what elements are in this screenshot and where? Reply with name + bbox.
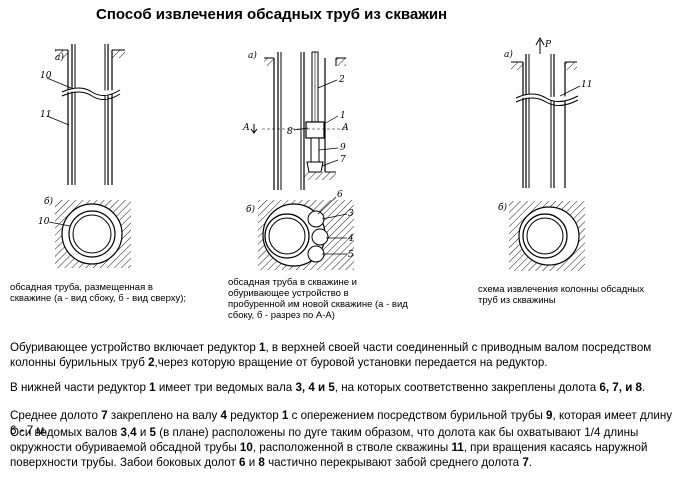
right-figure-top-view: б) bbox=[498, 201, 585, 271]
bold-ref: 1 bbox=[149, 381, 156, 394]
left-caption: обсадная труба, размещенная в скважине (… bbox=[10, 282, 220, 304]
bold-ref: 3 bbox=[120, 426, 127, 439]
text-run: , расположенной в стволе скважины bbox=[252, 441, 452, 454]
text-run: В нижней части редуктор bbox=[10, 381, 150, 394]
middle-label-b: б) bbox=[246, 204, 255, 215]
text-run: с опережением посредством бурильной труб… bbox=[288, 409, 547, 422]
text-run: и bbox=[136, 426, 150, 439]
text-run: Обуривающее устройство включает редуктор bbox=[10, 341, 259, 354]
paragraph-1: Обуривающее устройство включает редуктор… bbox=[10, 340, 675, 370]
bold-ref: 6 bbox=[239, 456, 246, 469]
bold-ref: 4 bbox=[220, 409, 227, 422]
text-run: ,через которую вращение от буровой устан… bbox=[154, 356, 548, 369]
right-caption-line-2: труб из скважины bbox=[478, 295, 556, 306]
bold-ref: 3, 4 и 5 bbox=[295, 381, 335, 394]
middle-callout-4: 4 bbox=[347, 234, 354, 244]
left-figure-side-view: а) 10 11 bbox=[40, 44, 125, 185]
text-run: редуктор bbox=[226, 409, 282, 422]
text-run: закреплено на валу bbox=[107, 409, 221, 422]
middle-label-a: а) bbox=[248, 50, 257, 61]
right-caption-line-1: схема извлечения колонны обсадных bbox=[478, 284, 644, 295]
right-label-b: б) bbox=[498, 202, 507, 213]
bold-ref: 10 bbox=[239, 441, 253, 454]
section-mark-right: А bbox=[341, 123, 349, 133]
text-run: . bbox=[528, 456, 532, 469]
left-callout-11: 11 bbox=[40, 110, 51, 120]
middle-callout-7: 7 bbox=[340, 155, 346, 165]
left-figure-top-view: б) 10 bbox=[38, 196, 131, 268]
bold-ref: 2 bbox=[148, 356, 155, 369]
page-title: Способ извлечения обсадных труб из скваж… bbox=[96, 6, 448, 23]
middle-callout-2: 2 bbox=[338, 75, 345, 85]
text-run: и bbox=[245, 456, 259, 469]
text-run: Оси ведомых валов bbox=[10, 426, 121, 439]
middle-callout-6: 6 bbox=[337, 190, 343, 200]
text-run: , которая имеет длину 6 - 7 м. bbox=[10, 409, 673, 437]
right-callout-11: 11 bbox=[581, 80, 592, 90]
text-run: , bbox=[126, 426, 131, 439]
bold-ref: 1 bbox=[259, 341, 266, 354]
bold-ref: 6, 7, и 8 bbox=[599, 381, 642, 394]
text-run: частично перекрывают забой среднего доло… bbox=[264, 456, 523, 469]
left-caption-line-2: скважине (а - вид сбоку, б - вид сверху)… bbox=[10, 293, 187, 304]
bold-ref: 4 bbox=[130, 426, 137, 439]
left-callout-b-10: 10 bbox=[38, 217, 50, 227]
bold-ref: 5 bbox=[149, 426, 156, 439]
text-run: , при вращения касаясь наружной поверхно… bbox=[10, 441, 648, 469]
middle-caption-line-1: обсадная труба в скважине и bbox=[228, 277, 357, 288]
bold-ref: 7 bbox=[101, 409, 108, 422]
bold-ref: 7 bbox=[522, 456, 529, 469]
right-caption: схема извлечения колонны обсадных труб и… bbox=[478, 284, 678, 306]
left-label-b: б) bbox=[44, 196, 53, 207]
paragraph-2: В нижней части редуктор 1 имеет три ведо… bbox=[10, 380, 675, 395]
text-run: . bbox=[642, 381, 646, 394]
diagram-figures: а) 10 11 б) 10 а) bbox=[38, 36, 592, 271]
left-caption-line-1: обсадная труба, размещенная в bbox=[10, 282, 153, 293]
middle-caption: обсадная труба в скважине и обуривающее … bbox=[228, 277, 458, 321]
bold-ref: 9 bbox=[546, 409, 553, 422]
right-figure-side-view: а) P 11 bbox=[504, 36, 592, 188]
bold-ref: 1 bbox=[281, 409, 289, 422]
bold-ref: 8 bbox=[258, 456, 265, 469]
text-run: , в верхней своей части соединенный с пр… bbox=[10, 341, 652, 369]
right-label-a: а) bbox=[504, 49, 513, 60]
text-run: (в плане) расположены по дуге таким обра… bbox=[10, 426, 639, 454]
middle-callout-1: 1 bbox=[340, 111, 346, 121]
paragraph-4: Оси ведомых валов 3,4 и 5 (в плане) расп… bbox=[10, 425, 675, 470]
text-run: Среднее долото bbox=[10, 409, 102, 422]
middle-callout-3: 3 bbox=[348, 209, 354, 219]
middle-callout-8: 8 bbox=[287, 127, 293, 137]
middle-caption-line-3: пробуренной им новой скважине (а - вид bbox=[228, 299, 408, 310]
text-run: , на которых соответственно закреплены д… bbox=[334, 381, 600, 394]
paragraph-3: Среднее долото 7 закреплено на валу 4 ре… bbox=[10, 408, 675, 438]
middle-figure-section-view: б) 6 3 4 5 bbox=[246, 190, 354, 270]
text-run: имеет три ведомых вала bbox=[155, 381, 296, 394]
middle-callout-9: 9 bbox=[340, 143, 346, 153]
bold-ref: 11 bbox=[451, 441, 464, 454]
left-callout-10: 10 bbox=[40, 71, 52, 81]
middle-callout-5: 5 bbox=[348, 250, 354, 260]
middle-figure-side-view: а) А А 2 1 8 bbox=[242, 50, 349, 190]
middle-caption-line-4: сбоку, б - разрез по А-А) bbox=[228, 310, 335, 321]
right-arrow-label: P bbox=[544, 40, 552, 50]
middle-caption-line-2: обуривающее устройство в bbox=[228, 288, 349, 299]
section-mark-left: А bbox=[242, 123, 250, 133]
